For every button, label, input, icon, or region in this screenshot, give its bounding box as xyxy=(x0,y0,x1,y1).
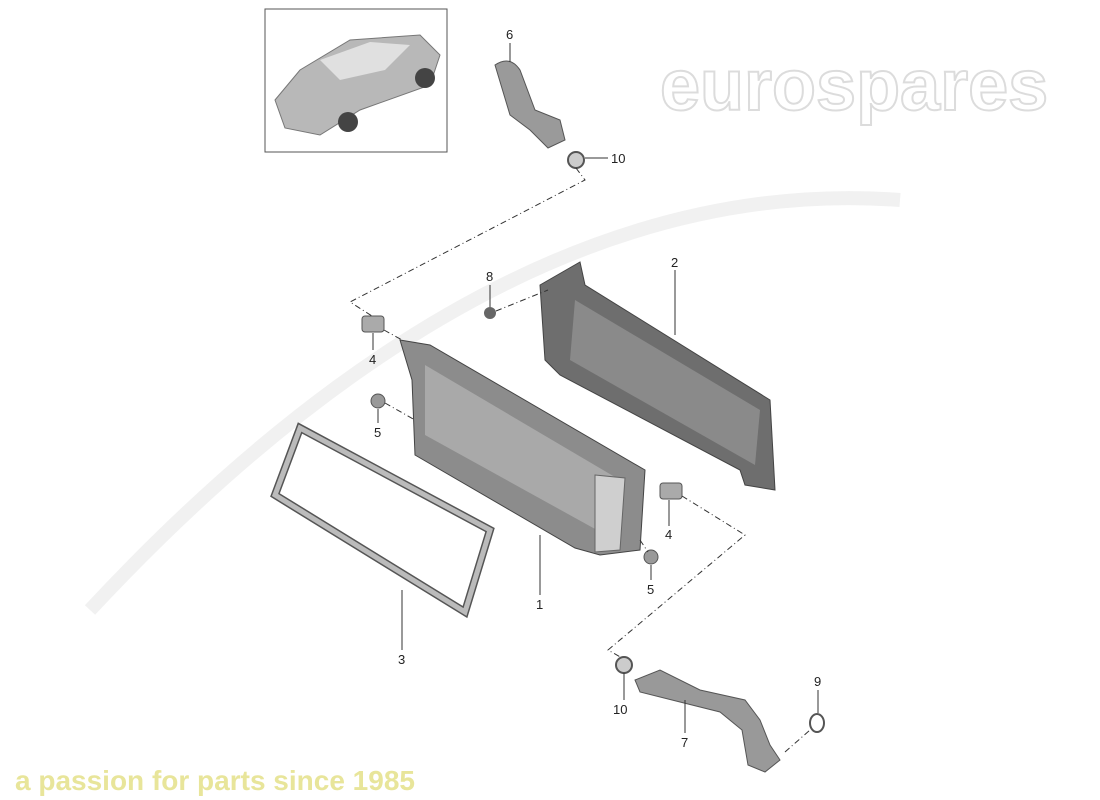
bushing xyxy=(659,482,683,500)
callout-8: 8 xyxy=(486,269,493,284)
callout-5-left: 5 xyxy=(374,425,381,440)
coolant-hose-lower xyxy=(634,669,781,773)
radiator-frame xyxy=(270,422,495,619)
callout-5-right: 5 xyxy=(647,582,654,597)
callout-6: 6 xyxy=(506,27,513,42)
grommet xyxy=(643,549,659,565)
callout-10-bottom: 10 xyxy=(613,702,627,717)
callout-1: 1 xyxy=(536,597,543,612)
callout-10-top: 10 xyxy=(611,151,625,166)
callout-4-left: 4 xyxy=(369,352,376,367)
watermark: eurospares a passion for parts since 198… xyxy=(15,45,1049,796)
hose-clamp xyxy=(567,151,585,169)
coolant-hose-upper xyxy=(494,60,566,149)
vehicle-thumbnail xyxy=(264,8,448,153)
nut xyxy=(484,307,496,319)
callout-7: 7 xyxy=(681,735,688,750)
bushing xyxy=(361,315,385,333)
callout-2: 2 xyxy=(671,255,678,270)
hose-clamp xyxy=(615,656,633,674)
watermark-tagline: a passion for parts since 1985 xyxy=(15,765,415,796)
o-ring xyxy=(809,713,825,733)
radiator-bracket xyxy=(539,261,776,491)
grommet xyxy=(370,393,386,409)
callout-3: 3 xyxy=(398,652,405,667)
watermark-brand: eurospares xyxy=(660,46,1048,126)
radiator xyxy=(399,339,646,556)
callout-9: 9 xyxy=(814,674,821,689)
callout-4-right: 4 xyxy=(665,527,672,542)
